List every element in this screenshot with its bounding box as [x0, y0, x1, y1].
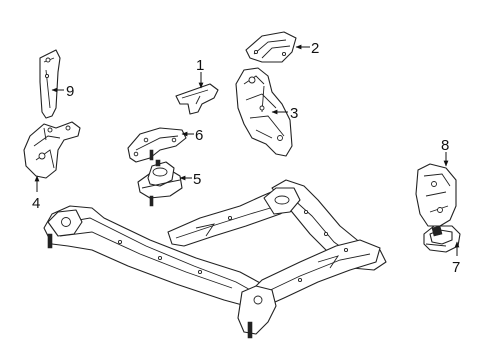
- part-5-rubber-mount: [137, 159, 183, 207]
- part-8-mount-bracket: [415, 163, 457, 227]
- callout-9-label: 9: [66, 83, 74, 100]
- part-4-engine-mount: [23, 121, 81, 179]
- callout-3-label: 3: [290, 105, 298, 122]
- part-2-bracket: [245, 31, 297, 63]
- callout-7: 7: [452, 241, 460, 276]
- callout-4-label: 4: [32, 195, 40, 212]
- part-6-bracket: [127, 127, 187, 163]
- callout-6: 6: [181, 127, 203, 144]
- callout-7-label: 7: [452, 259, 460, 276]
- part-9-mount-bracket: [39, 49, 61, 119]
- callout-2: 2: [295, 40, 319, 57]
- callout-8-label: 8: [441, 137, 449, 154]
- callout-2-label: 2: [311, 40, 319, 57]
- callout-4: 4: [32, 175, 40, 212]
- engine-cradle-frame: [43, 179, 387, 339]
- callout-9: 9: [51, 83, 74, 100]
- callout-5: 5: [179, 171, 201, 188]
- callout-8: 8: [441, 137, 449, 167]
- part-7-rubber-mount: [423, 225, 461, 253]
- callout-6-label: 6: [195, 127, 203, 144]
- callout-3: 3: [271, 105, 298, 122]
- part-1-strut: [175, 83, 219, 115]
- callout-5-label: 5: [193, 171, 201, 188]
- callout-1-label: 1: [196, 57, 204, 74]
- callout-1: 1: [196, 57, 204, 89]
- part-3-mount-bracket: [235, 67, 293, 157]
